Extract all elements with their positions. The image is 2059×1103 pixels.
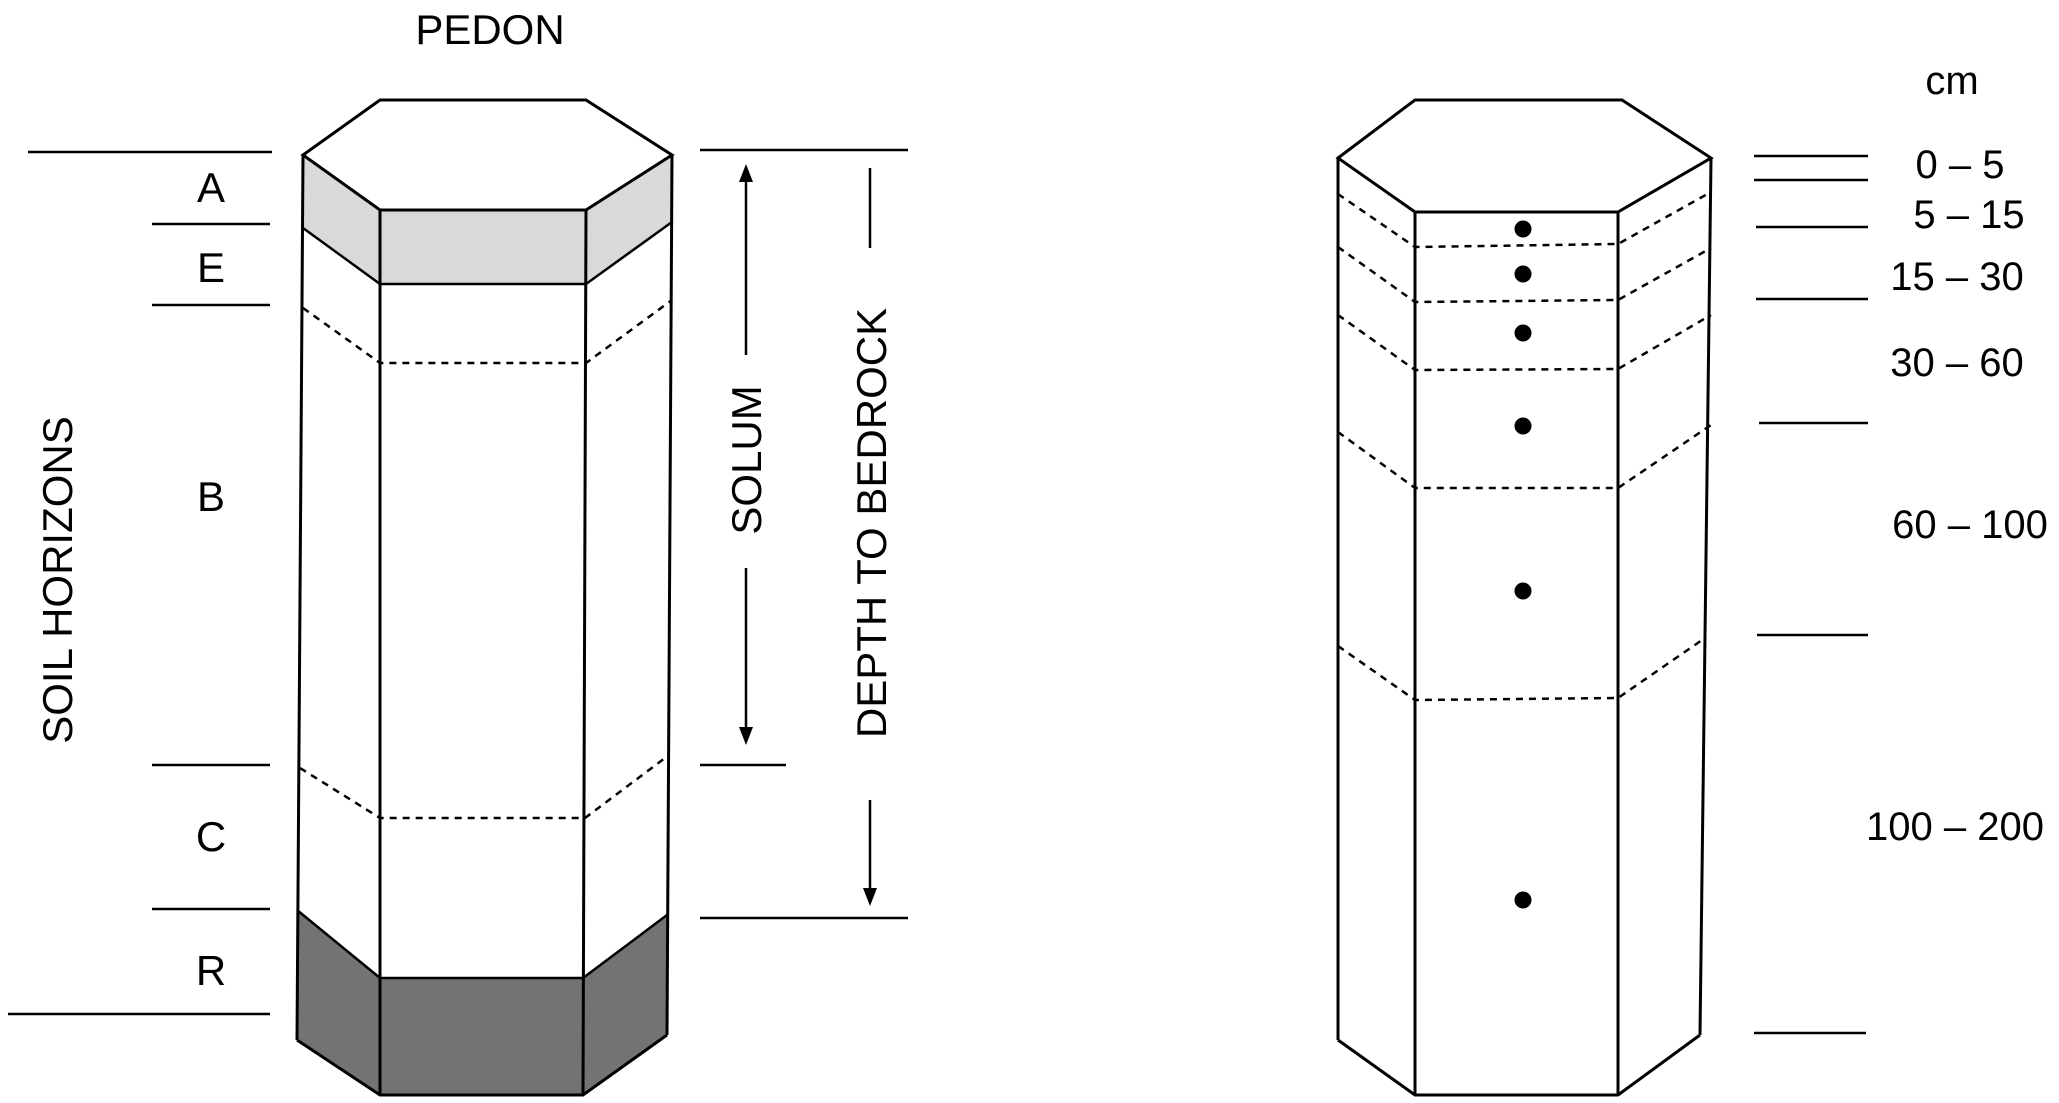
horizon-a-label: A — [197, 164, 225, 211]
boundary-e-b — [302, 298, 673, 365]
sample-point — [1514, 324, 1532, 342]
depth-interval-label: 60 – 100 — [1892, 503, 2048, 547]
sample-point — [1514, 417, 1532, 435]
depth-to-bedrock-label: DEPTH TO BEDROCK — [848, 308, 895, 738]
pedon-edge — [665, 154, 674, 1036]
solum-label: SOLUM — [723, 385, 770, 534]
sample-point — [1514, 265, 1532, 283]
horizon-r-label: R — [196, 947, 226, 994]
solum-arrow — [739, 164, 753, 745]
sample-point — [1514, 582, 1532, 600]
pedon-title: PEDON — [415, 6, 564, 53]
bedrock-arrow — [863, 168, 877, 906]
boundary-c-r — [296, 909, 668, 980]
boundary-b-c — [299, 754, 670, 820]
sampling-edge — [1698, 157, 1713, 1036]
depth-boundary — [1337, 245, 1712, 304]
depth-boundary — [1337, 636, 1706, 702]
depth-boundary — [1337, 190, 1712, 249]
horizon-c-label: C — [196, 813, 226, 860]
unit-label: cm — [1925, 59, 1978, 103]
depth-interval-label: 15 – 30 — [1890, 255, 2023, 299]
depth-interval-label: 5 – 15 — [1913, 193, 2024, 237]
depth-interval-label: 30 – 60 — [1890, 341, 2023, 385]
soil-horizons-label: SOIL HORIZONS — [34, 416, 81, 744]
sample-point — [1514, 220, 1532, 238]
horizon-e-label: E — [197, 244, 225, 291]
horizon-a-fill — [303, 155, 672, 284]
pedon-edge — [581, 209, 588, 1096]
horizon-b-label: B — [197, 473, 225, 520]
depth-boundary — [1337, 423, 1712, 490]
sampling-bottom — [1337, 1033, 1701, 1097]
pedon-edge — [295, 154, 305, 1041]
sample-point — [1514, 891, 1532, 909]
horizon-r-fill — [297, 910, 667, 1095]
depth-interval-label: 100 – 200 — [1866, 805, 2044, 849]
pedon-prism: PEDON A E B C R SOIL — [8, 6, 908, 1097]
pedon-bottom — [296, 1033, 668, 1097]
boundary-a-e — [302, 220, 673, 286]
depth-interval-label: 0 – 5 — [1916, 143, 2005, 187]
sampling-top-face — [1335, 98, 1714, 214]
sampling-prism: cm 0 – 5 5 – 15 15 – 30 30 – 60 60 – 100… — [1335, 59, 2048, 1097]
depth-boundary — [1337, 313, 1712, 372]
